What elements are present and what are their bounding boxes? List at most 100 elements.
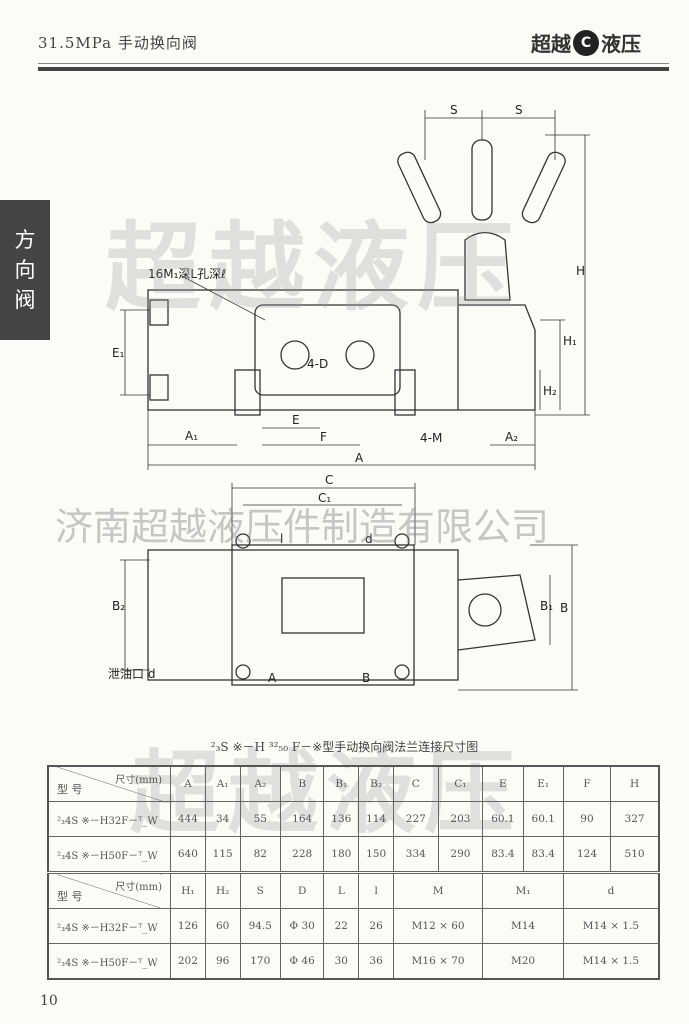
column-header: E₁: [522, 765, 564, 802]
column-header: B: [279, 765, 325, 802]
dim-label-e: E: [292, 413, 300, 427]
column-header: A: [170, 765, 206, 802]
port-circle: [345, 340, 375, 370]
value-cell: 227: [393, 801, 439, 837]
value-cell: 22: [323, 908, 360, 944]
valve-body-outline: [147, 289, 459, 411]
brand-text-right: 液压: [601, 32, 641, 56]
plan-handle-bore: [468, 593, 502, 627]
value-cell: 83.4: [482, 836, 524, 873]
column-header: l: [358, 871, 395, 909]
plan-handle-bracket: [457, 574, 536, 651]
brand-text-left: 超越: [531, 32, 571, 56]
column-header: A₁: [204, 765, 241, 802]
value-cell: 114: [358, 801, 395, 837]
column-header: d: [562, 871, 660, 909]
value-cell: 55: [239, 801, 281, 837]
value-cell: 327: [610, 801, 660, 837]
dim-label-b2: B₂: [112, 599, 125, 613]
value-cell: 150: [358, 836, 395, 873]
page-number: 10: [40, 993, 58, 1009]
boss: [394, 369, 416, 416]
column-header: L: [323, 871, 360, 909]
header-rule-thin: [38, 63, 669, 64]
column-header: H₁: [170, 871, 206, 909]
technical-drawing: S S H 16M₁深L孔深ℓ E₁ H₁ H₂ 4-D A₁ E F 4-M …: [108, 103, 590, 691]
dim-label-s: S: [450, 103, 458, 117]
value-cell: 334: [393, 836, 439, 873]
column-header: B₁: [323, 765, 360, 802]
dimension-table: 尺寸(mm)型 号 A A₁ A₂ B B₁ B₂ C C₁ E E₁ F H …: [47, 765, 660, 980]
corner-dimension-label: 尺寸(mm): [115, 882, 162, 893]
flange-plate: [254, 304, 401, 396]
lever-handle-right: [521, 151, 566, 224]
column-header: E: [482, 765, 524, 802]
model-cell: ²₃4S ※－H50F－ᵀ_W: [47, 836, 171, 873]
column-header: H₂: [204, 871, 241, 909]
value-cell: 94.5: [239, 908, 281, 944]
value-cell: 228: [279, 836, 325, 873]
column-header: M: [393, 871, 484, 909]
value-cell: 115: [204, 836, 241, 873]
value-cell: 640: [170, 836, 206, 873]
dim-label-e1: E₁: [112, 346, 125, 360]
value-cell: M14: [482, 908, 564, 944]
handle-boot: [464, 231, 511, 301]
model-cell: ²₃4S ※－H32F－ᵀ_W: [47, 801, 171, 837]
corner-model-label: 型 号: [57, 890, 83, 903]
value-cell: 444: [170, 801, 206, 837]
handle-housing: [458, 304, 536, 411]
value-cell: M16 × 70: [393, 943, 484, 980]
value-cell: 290: [437, 836, 484, 873]
value-cell: 26: [358, 908, 395, 944]
dim-label-h: H: [576, 264, 585, 278]
value-cell: 203: [437, 801, 484, 837]
dim-label-b1: B₁: [540, 599, 553, 613]
section-tab-char: 阀: [14, 288, 36, 312]
corner-dimension-label: 尺寸(mm): [115, 775, 162, 786]
value-cell: 164: [279, 801, 325, 837]
table-corner-cell: 尺寸(mm)型 号: [47, 765, 171, 802]
value-cell: 60.1: [482, 801, 524, 837]
lever-handle: [471, 139, 493, 221]
dim-label-l: l: [280, 532, 283, 546]
section-tab-char: 方: [14, 228, 36, 252]
bolt-circle: [235, 664, 251, 680]
column-header: C: [393, 765, 439, 802]
brand-emblem-icon: C: [573, 29, 599, 56]
lever-handle-left: [397, 151, 442, 224]
value-cell: 124: [562, 836, 612, 873]
dim-label-a2: A₂: [505, 430, 518, 444]
value-cell: 60: [204, 908, 241, 944]
column-header: A₂: [239, 765, 281, 802]
bolt-circle: [394, 533, 410, 549]
value-cell: M12 × 60: [393, 908, 484, 944]
bolt-circle: [394, 664, 410, 680]
value-cell: M14 × 1.5: [562, 908, 660, 944]
value-cell: Φ 30: [279, 908, 325, 944]
value-cell: 170: [239, 943, 281, 980]
value-cell: 30: [323, 943, 360, 980]
dim-label-h2: H₂: [543, 384, 557, 398]
column-header: S: [239, 871, 281, 909]
dim-label-b: B: [560, 601, 568, 615]
dim-label-4m: 4-M: [420, 431, 442, 445]
bolt-head: [149, 299, 169, 326]
table-corner-cell: 尺寸(mm) 型 号: [47, 871, 171, 909]
value-cell: M20: [482, 943, 564, 980]
value-cell: 202: [170, 943, 206, 980]
dim-label-f: F: [320, 430, 327, 444]
drain-port-label: 泄油口 d: [108, 667, 155, 681]
ports-label: 4-D: [307, 357, 328, 371]
value-cell: 136: [323, 801, 360, 837]
value-cell: 96: [204, 943, 241, 980]
header-rule-thick: [38, 67, 669, 71]
value-cell: 36: [358, 943, 395, 980]
value-cell: 60.1: [522, 801, 564, 837]
column-header: H: [610, 765, 660, 802]
port-circle: [280, 340, 310, 370]
